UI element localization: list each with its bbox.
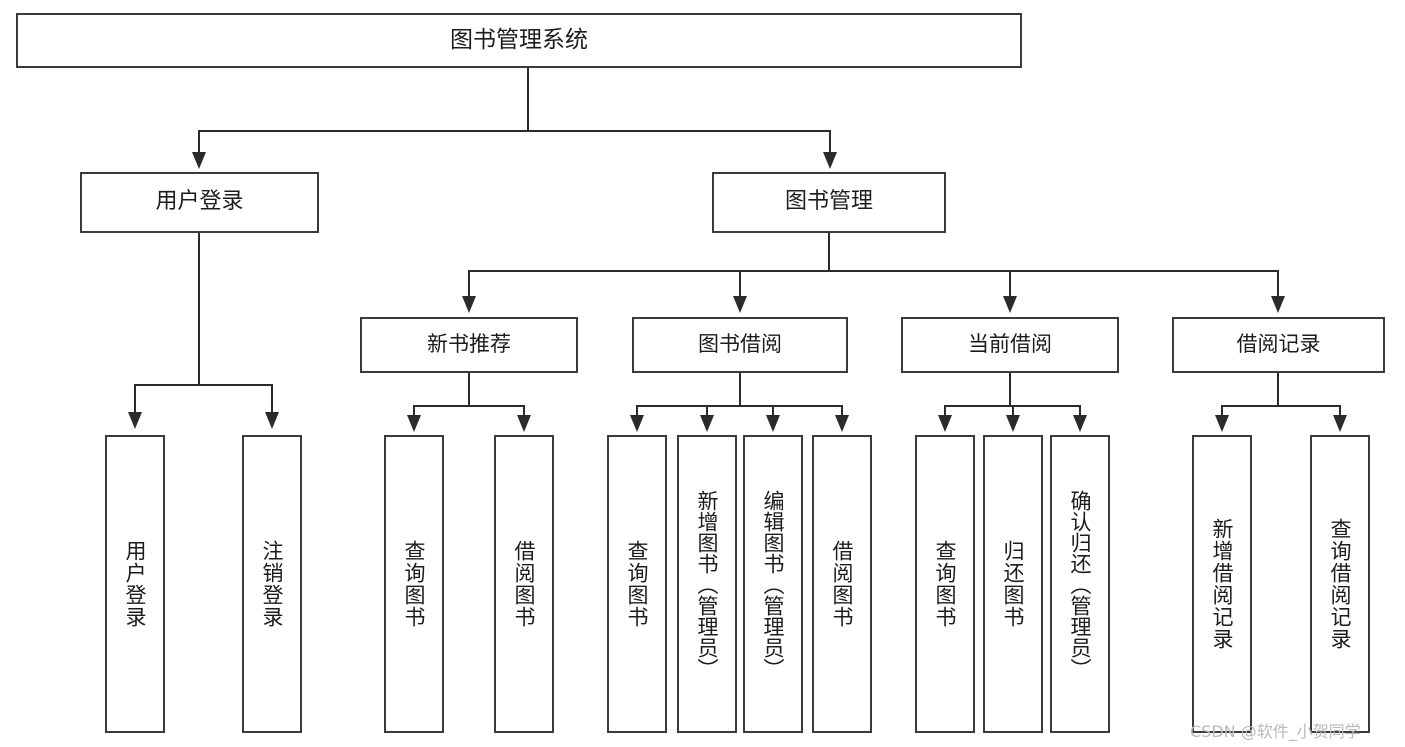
node-leaf-confirm-return[interactable]: 确认归还（管理员） xyxy=(1050,435,1110,733)
connector-book-borrow-drop-3 xyxy=(772,405,774,419)
node-user-login[interactable]: 用户登录 xyxy=(80,172,319,233)
connector-book-manage-drop-1 xyxy=(468,270,470,299)
connector-new-book-bus xyxy=(413,405,524,407)
arrowhead-to-user-login xyxy=(192,152,206,169)
node-book-borrow[interactable]: 图书借阅 xyxy=(632,317,848,373)
connector-book-borrow-drop-2 xyxy=(706,405,708,419)
connector-book-borrow-drop-1 xyxy=(636,405,638,419)
connector-book-manage-drop-2 xyxy=(739,270,741,299)
arrowhead-to-leaf-query-book-2 xyxy=(630,415,644,432)
node-label: 图书管理 xyxy=(784,189,873,215)
node-label: 借阅图书 xyxy=(830,540,855,628)
node-label: 新增图书（管理员） xyxy=(695,489,720,679)
connector-new-book-drop-2 xyxy=(523,405,525,419)
connector-borrow-record-bus xyxy=(1221,405,1340,407)
node-label: 注销登录 xyxy=(260,540,285,628)
node-label: 用户登录 xyxy=(155,189,244,215)
arrowhead-to-current-borrow xyxy=(1003,296,1017,313)
connector-book-manage-stem xyxy=(828,233,830,271)
connector-new-book-stem xyxy=(468,373,470,406)
connector-user-login-stem xyxy=(198,233,200,385)
node-leaf-query-record[interactable]: 查询借阅记录 xyxy=(1310,435,1370,733)
connector-user-login-drop-1 xyxy=(134,384,136,415)
node-label: 当前借阅 xyxy=(968,332,1052,357)
node-root-图书管理系统[interactable]: 图书管理系统 xyxy=(16,13,1022,68)
node-label: 查询图书 xyxy=(625,540,650,628)
connector-borrow-record-drop-1 xyxy=(1221,405,1223,419)
arrowhead-to-leaf-query-book-1 xyxy=(407,415,421,432)
connector-user-login-drop-2 xyxy=(271,384,273,415)
connector-book-manage-drop-3 xyxy=(1009,270,1011,299)
connector-book-borrow-bus xyxy=(636,405,842,407)
node-current-borrow[interactable]: 当前借阅 xyxy=(901,317,1119,373)
connector-borrow-record-drop-2 xyxy=(1339,405,1341,419)
connector-root-drop-1 xyxy=(198,130,200,155)
connector-root-stem xyxy=(527,68,529,131)
node-leaf-add-book[interactable]: 新增图书（管理员） xyxy=(677,435,737,733)
arrowhead-to-leaf-edit-book xyxy=(766,415,780,432)
arrowhead-to-leaf-add-book xyxy=(700,415,714,432)
connector-book-manage-drop-4 xyxy=(1277,270,1279,299)
connector-book-manage-bus xyxy=(468,270,1279,272)
connector-book-borrow-stem xyxy=(739,373,741,406)
connector-borrow-record-stem xyxy=(1277,373,1279,406)
node-book-manage[interactable]: 图书管理 xyxy=(712,172,946,233)
node-new-book-recommend[interactable]: 新书推荐 xyxy=(360,317,578,373)
connector-current-borrow-drop-1 xyxy=(944,405,946,419)
node-leaf-edit-book[interactable]: 编辑图书（管理员） xyxy=(743,435,803,733)
node-leaf-user-login[interactable]: 用户登录 xyxy=(105,435,165,733)
arrowhead-to-leaf-query-record xyxy=(1333,415,1347,432)
node-leaf-query-book-1[interactable]: 查询图书 xyxy=(384,435,444,733)
arrowhead-to-leaf-query-book-3 xyxy=(938,415,952,432)
arrowhead-to-book-manage xyxy=(823,152,837,169)
arrowhead-to-leaf-add-record xyxy=(1215,415,1229,432)
node-label: 查询图书 xyxy=(933,540,958,628)
node-leaf-add-record[interactable]: 新增借阅记录 xyxy=(1192,435,1252,733)
connector-new-book-drop-1 xyxy=(413,405,415,419)
node-borrow-record[interactable]: 借阅记录 xyxy=(1172,317,1385,373)
connector-root-drop-2 xyxy=(829,130,831,155)
node-leaf-borrow-book-2[interactable]: 借阅图书 xyxy=(812,435,872,733)
node-label: 查询借阅记录 xyxy=(1328,518,1353,650)
arrowhead-to-leaf-return-book xyxy=(1006,415,1020,432)
node-label: 新增借阅记录 xyxy=(1210,518,1235,650)
connector-user-login-bus xyxy=(134,384,272,386)
csdn-watermark: CSDN @软件_小贺同学 xyxy=(1190,722,1361,741)
arrowhead-to-new-book-recommend xyxy=(462,296,476,313)
arrowhead-to-leaf-confirm-return xyxy=(1073,415,1087,432)
arrowhead-to-leaf-borrow-book-1 xyxy=(517,415,531,432)
node-label: 新书推荐 xyxy=(427,332,511,357)
arrowhead-to-leaf-borrow-book-2 xyxy=(835,415,849,432)
arrowhead-to-borrow-record xyxy=(1271,296,1285,313)
arrowhead-to-book-borrow xyxy=(733,296,747,313)
connector-book-borrow-drop-4 xyxy=(841,405,843,419)
node-leaf-borrow-book-1[interactable]: 借阅图书 xyxy=(494,435,554,733)
node-label: 借阅图书 xyxy=(512,540,537,628)
node-label: 确认归还（管理员） xyxy=(1068,489,1093,679)
node-leaf-query-book-2[interactable]: 查询图书 xyxy=(607,435,667,733)
node-label: 借阅记录 xyxy=(1236,332,1321,357)
node-label: 用户登录 xyxy=(123,540,148,628)
node-label: 查询图书 xyxy=(402,540,427,628)
arrowhead-to-leaf-logout-login xyxy=(265,412,279,429)
node-label: 图书借阅 xyxy=(698,332,782,357)
node-label: 编辑图书（管理员） xyxy=(761,489,786,679)
node-label: 归还图书 xyxy=(1001,540,1026,628)
connector-root-bus xyxy=(198,130,830,132)
arrowhead-to-leaf-user-login xyxy=(128,412,142,429)
connector-current-borrow-drop-3 xyxy=(1079,405,1081,419)
connector-current-borrow-stem xyxy=(1009,373,1011,406)
connector-current-borrow-drop-2 xyxy=(1012,405,1014,419)
node-label: 图书管理系统 xyxy=(450,26,588,53)
node-leaf-query-book-3[interactable]: 查询图书 xyxy=(915,435,975,733)
node-leaf-logout-login[interactable]: 注销登录 xyxy=(242,435,302,733)
node-leaf-return-book[interactable]: 归还图书 xyxy=(983,435,1043,733)
